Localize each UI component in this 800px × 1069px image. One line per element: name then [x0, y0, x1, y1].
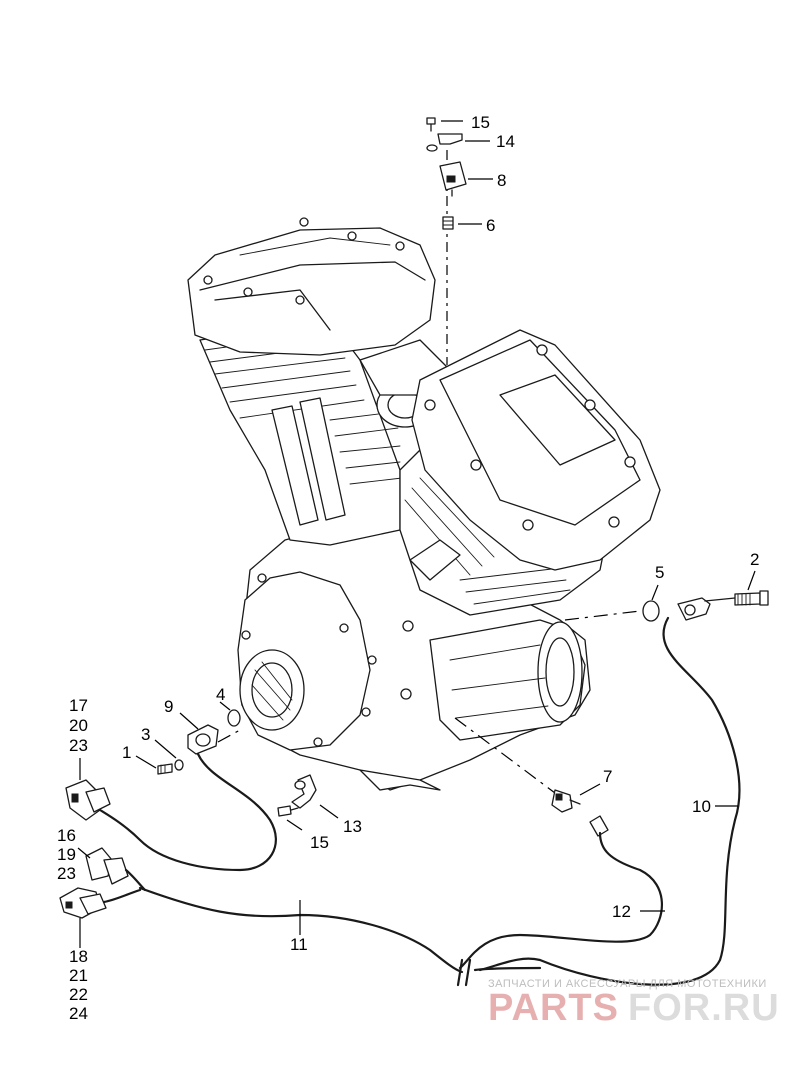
sensor-7 — [454, 717, 601, 813]
map-sensor-stack — [426, 117, 493, 365]
rear-rocker-bolts — [203, 217, 405, 305]
callout-11: 11 — [290, 935, 308, 954]
callout-23-a: 23 — [69, 736, 88, 755]
seal-6 — [442, 216, 454, 230]
connector-17 — [65, 758, 111, 821]
bracket-14 — [437, 133, 463, 145]
callout-17: 17 — [69, 696, 88, 715]
pushrod-tube-left — [271, 405, 319, 526]
bolt-2 — [734, 590, 769, 606]
crank-sensor-group — [564, 570, 769, 622]
callout-2: 2 — [750, 550, 759, 569]
callout-labels: 15 14 8 6 2 5 7 10 12 11 13 15 4 9 3 1 1… — [57, 113, 759, 1023]
front-rocker-bolts — [424, 344, 636, 531]
callout-16: 16 — [57, 826, 76, 845]
o-ring-4 — [227, 709, 241, 727]
watermark: ЗАПЧАСТИ И АКСЕССУАРЫ ДЛЯ МОТОТЕХНИКИ PA… — [488, 978, 780, 1029]
callout-12: 12 — [612, 902, 631, 921]
callout-23-b: 23 — [57, 864, 76, 883]
connector-18 — [59, 887, 142, 948]
harness-11 — [138, 886, 464, 974]
washer-3-screw-1 — [135, 739, 184, 775]
callout-18: 18 — [69, 947, 88, 966]
harness-12 — [458, 815, 665, 970]
watermark-logo-part2: FOR.RU — [628, 987, 780, 1029]
callout-13: 13 — [343, 817, 362, 836]
callout-8: 8 — [497, 171, 506, 190]
callout-4: 4 — [216, 685, 225, 704]
engine-illustration — [187, 217, 661, 791]
rear-rocker-box — [187, 227, 436, 356]
watermark-caption: ЗАПЧАСТИ И АКСЕССУАРЫ ДЛЯ МОТОТЕХНИКИ — [488, 978, 767, 990]
clip-13 — [291, 774, 317, 809]
callout-24: 24 — [69, 1004, 88, 1023]
washer-3 — [174, 759, 184, 771]
o-ring-5 — [642, 600, 660, 622]
harness-10 — [478, 616, 741, 986]
callout-6: 6 — [486, 216, 495, 235]
callout-19: 19 — [57, 845, 76, 864]
callout-7: 7 — [603, 767, 612, 786]
callout-10: 10 — [692, 797, 711, 816]
callout-22: 22 — [69, 985, 88, 1004]
callout-21: 21 — [69, 966, 88, 985]
callout-3: 3 — [141, 725, 150, 744]
callout-1: 1 — [122, 743, 131, 762]
watermark-logo-part1: PARTS — [488, 987, 619, 1029]
callout-15-top: 15 — [471, 113, 490, 132]
crankcase-bolts — [241, 573, 414, 747]
callout-20: 20 — [69, 716, 88, 735]
wiring-harnesses — [59, 616, 741, 987]
callout-14: 14 — [496, 132, 515, 151]
callout-15-bottom: 15 — [310, 833, 329, 852]
screw-15-top — [426, 117, 436, 132]
sensor-9-group — [179, 701, 241, 755]
clip-13-screw-15 — [277, 774, 339, 831]
connector-16 — [77, 847, 147, 892]
pushrod-tube-front — [409, 539, 461, 581]
callout-5: 5 — [655, 563, 664, 582]
callout-9: 9 — [164, 697, 173, 716]
pushrod-tube-right — [299, 397, 346, 521]
front-rocker-box — [411, 329, 661, 571]
